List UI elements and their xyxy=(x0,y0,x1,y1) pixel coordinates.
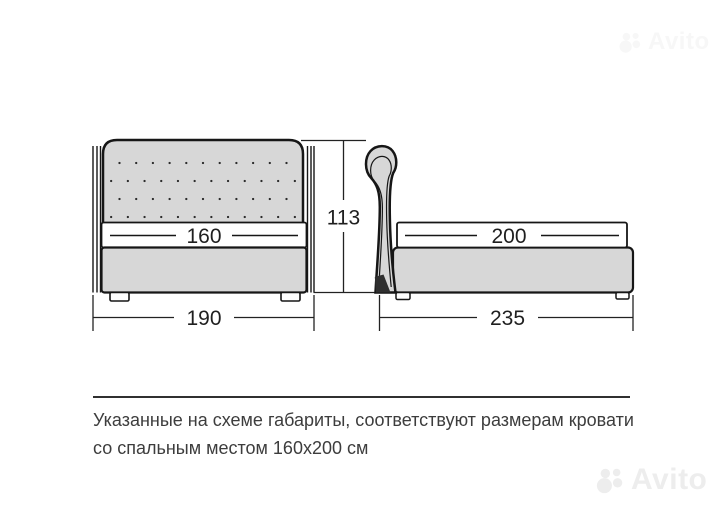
side-headboard-foot xyxy=(374,274,391,293)
height-label: 113 xyxy=(327,207,360,230)
headboard-tufting xyxy=(110,161,296,219)
caption-line-1: Указанные на схеме габариты, соответству… xyxy=(93,410,634,430)
side-foot-left xyxy=(395,291,411,301)
avito-logo-icon xyxy=(596,468,623,494)
front-mattress-width-label: 160 xyxy=(186,225,221,248)
front-overall-width-label: 190 xyxy=(186,307,221,330)
dimension-overall-length: 235 xyxy=(378,295,634,331)
side-mattress-length-label: 200 xyxy=(491,225,526,248)
caption-divider xyxy=(93,396,630,398)
front-headboard xyxy=(101,138,305,246)
watermark-brand-text: Avito xyxy=(648,28,710,55)
avito-watermark-bottom: Avito xyxy=(595,463,707,497)
side-mattress xyxy=(396,221,628,249)
dimension-height: 113 xyxy=(301,139,366,293)
front-foot-left xyxy=(109,291,130,302)
front-view: 160 xyxy=(92,138,315,302)
front-foot-right xyxy=(280,291,301,302)
side-view: 200 xyxy=(364,144,635,301)
side-overall-length-label: 235 xyxy=(490,307,525,330)
front-right-post xyxy=(306,146,315,293)
watermark-brand-text: Avito xyxy=(631,463,708,496)
side-base xyxy=(391,246,635,294)
avito-watermark-top: Avito xyxy=(618,28,710,56)
dimension-overall-width: 190 xyxy=(92,295,315,331)
side-headboard-inner-line xyxy=(370,155,392,288)
avito-logo-icon xyxy=(619,32,641,53)
caption-line-2: со спальным местом 160х200 см xyxy=(93,438,369,458)
caption: Указанные на схеме габариты, соответству… xyxy=(93,406,653,462)
side-foot-right xyxy=(615,291,630,300)
front-base xyxy=(100,246,308,294)
front-left-post xyxy=(92,146,102,293)
